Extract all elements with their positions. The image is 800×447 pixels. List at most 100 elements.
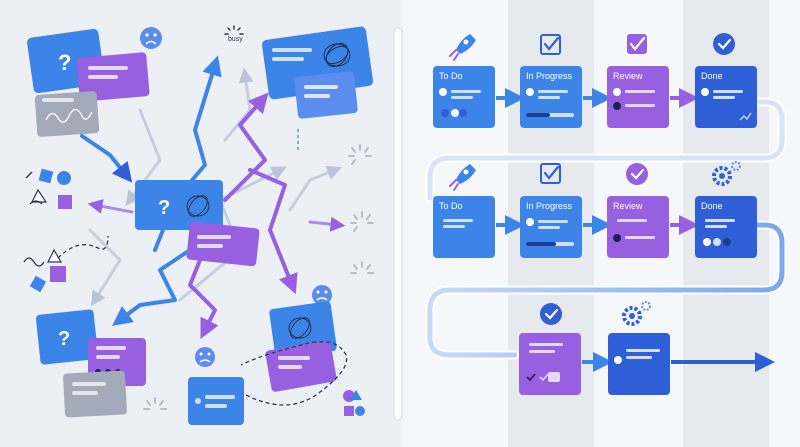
shapes-cluster — [25, 168, 72, 209]
sad-face-icon — [312, 285, 332, 305]
chaos-panel: ? busy — [23, 25, 374, 425]
spinner-icon — [348, 144, 372, 165]
card-review-row2: Review — [607, 196, 669, 258]
card-body — [607, 66, 669, 128]
badge-check-icon — [626, 163, 648, 185]
spinner-icon — [350, 211, 374, 232]
card-todo-row2: To Do — [433, 196, 495, 258]
badge-check-icon — [713, 33, 735, 55]
card-line — [278, 365, 302, 369]
chaos-arrows — [80, 55, 346, 339]
rocket-icon — [449, 34, 476, 61]
center-question-card: ? — [135, 180, 223, 230]
card-body — [188, 377, 244, 425]
card-body — [519, 333, 581, 395]
card-line — [88, 66, 128, 70]
busy-spinner-icon — [224, 25, 244, 35]
card-review-row3 — [519, 333, 581, 395]
card-done-row3 — [608, 333, 670, 395]
card-inprogress-row1: In Progress — [520, 66, 582, 128]
shapes-cluster-bottom — [343, 390, 365, 416]
card-line — [205, 404, 227, 408]
scribble-icon — [186, 195, 210, 217]
gray-arrow — [178, 166, 287, 302]
card-title: In Progress — [526, 71, 573, 81]
card-line — [205, 395, 235, 399]
card-done-row1: Done — [695, 66, 757, 128]
card-title: In Progress — [526, 201, 573, 211]
rocket-icon — [449, 164, 476, 191]
workflow-panel: To Do In Progress Review — [403, 0, 800, 447]
purple-arrow — [188, 258, 219, 339]
card-line — [96, 355, 120, 359]
dashed-path — [57, 235, 109, 259]
blue-note-card — [294, 71, 358, 119]
check-icon — [539, 373, 549, 382]
purple-arrow — [308, 216, 346, 232]
card-title: Done — [701, 71, 723, 81]
spinner-icon — [143, 397, 167, 410]
sad-face-icon — [140, 27, 162, 49]
card-line — [42, 98, 74, 102]
question-icon: ? — [58, 50, 71, 75]
gear-icon — [712, 161, 741, 186]
card-body — [135, 180, 223, 230]
question-icon: ? — [158, 197, 170, 219]
card-body — [34, 91, 100, 137]
card-line — [272, 57, 304, 61]
gray-arrow — [288, 165, 342, 212]
blue-arrow — [80, 134, 133, 183]
card-done-row2: Done — [695, 196, 757, 258]
card-line — [96, 346, 126, 350]
panel-divider — [393, 27, 403, 421]
card-line — [197, 244, 223, 248]
card-title: To Do — [439, 201, 463, 211]
question-icon: ? — [58, 328, 70, 350]
card-line — [72, 391, 98, 395]
card-body — [186, 221, 260, 267]
flow-connectors — [425, 97, 787, 360]
card-line — [88, 75, 118, 79]
card-line — [304, 94, 330, 98]
badge-check-icon — [540, 303, 562, 325]
card-review-row1: Review — [607, 66, 669, 128]
card-line — [304, 85, 338, 89]
shapes-cluster-lower — [23, 235, 109, 293]
scribble-icon — [288, 317, 312, 339]
checkbox-icon — [540, 34, 561, 55]
scribble-icon — [45, 108, 93, 123]
purple-arrow — [87, 199, 134, 214]
busy-label: busy — [228, 36, 243, 43]
dashed-path — [240, 341, 348, 406]
card-todo-row1: To Do — [433, 66, 495, 128]
card-title: To Do — [439, 71, 463, 81]
progress-fill — [526, 113, 550, 117]
blue-arrow — [112, 248, 192, 326]
blue-bottom-card — [188, 377, 244, 425]
purple-arrow — [223, 92, 269, 202]
check-icon — [526, 373, 536, 382]
gray-arrow — [88, 228, 122, 307]
card-title: Done — [701, 201, 723, 211]
purple-note-card — [76, 52, 150, 102]
card-inprogress-row2: In Progress — [520, 196, 582, 258]
checkbox-icon — [540, 163, 561, 184]
card-line — [197, 235, 231, 239]
card-body — [35, 309, 99, 365]
card-title: Review — [613, 201, 643, 211]
scribble-icon — [323, 43, 351, 67]
card-body — [608, 333, 670, 395]
gear-icon — [622, 301, 651, 326]
sad-face-icon — [195, 347, 215, 367]
card-body — [607, 196, 669, 258]
purple-center-card — [186, 221, 260, 267]
chart-icon — [739, 112, 752, 121]
progress-fill — [526, 242, 556, 246]
gray-lower-card — [63, 370, 127, 418]
purple-arrow — [248, 168, 298, 295]
card-line — [278, 356, 310, 360]
checkbox-icon — [627, 34, 647, 54]
card-line — [272, 48, 312, 52]
gray-scribble-card — [34, 91, 100, 137]
